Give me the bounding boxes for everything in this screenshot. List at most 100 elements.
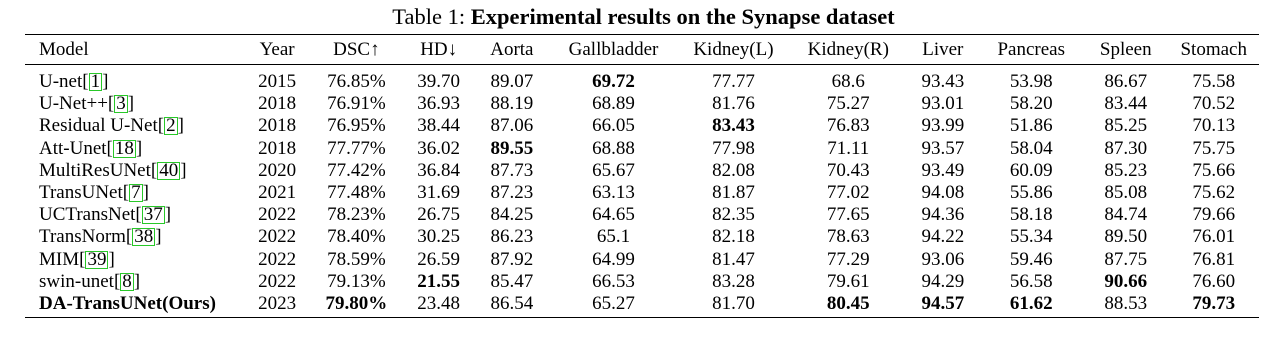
model-cell: Residual U-Net[2] [25, 115, 246, 137]
value-cell: 51.86 [1009, 115, 1053, 137]
value-cell: 56.58 [1009, 270, 1053, 292]
value-cell: 66.05 [592, 115, 635, 137]
value-cell: 76.01 [1192, 226, 1236, 248]
value-cell: 93.43 [921, 71, 965, 93]
col-header: HD↓ [420, 38, 458, 60]
citation-number[interactable]: 1 [88, 71, 103, 93]
value-cell: 77.48% [327, 182, 386, 204]
citation-link[interactable]: [39] [79, 248, 115, 270]
citation-link[interactable]: [18] [106, 137, 143, 159]
value-cell: 76.81 [1192, 248, 1236, 270]
value-cell: 78.59% [327, 248, 386, 270]
citation-number[interactable]: 2 [164, 115, 178, 137]
citation-link[interactable]: [8] [113, 270, 141, 292]
value-cell: 2018 [258, 137, 297, 159]
citation-number[interactable]: 39 [85, 248, 109, 270]
value-cell: 94.22 [921, 226, 965, 248]
value-cell: 70.13 [1192, 115, 1236, 137]
citation-link[interactable]: [38] [125, 226, 162, 248]
value-cell: 84.74 [1104, 204, 1148, 226]
value-cell: 79.13% [327, 270, 386, 292]
value-cell: 82.08 [712, 159, 755, 181]
value-cell: 83.28 [712, 270, 755, 292]
citation-number[interactable]: 18 [112, 137, 136, 159]
value-cell: 94.29 [921, 270, 965, 292]
citation-link[interactable]: [2] [157, 115, 184, 137]
value-cell: 78.40% [327, 226, 386, 248]
value-cell: 21.55 [417, 270, 461, 292]
value-cell: 80.45 [826, 292, 870, 314]
col-header: Kidney(R) [807, 38, 889, 60]
value-cell: 2015 [258, 71, 297, 93]
value-cell: 2022 [258, 248, 297, 270]
model-name: Residual U-Net [39, 115, 158, 137]
value-cell: 88.53 [1104, 292, 1148, 314]
value-cell: 30.25 [417, 226, 461, 248]
value-cell: 89.55 [490, 137, 534, 159]
citation-link[interactable]: [37] [135, 204, 172, 226]
col-header: Model [39, 38, 89, 60]
value-cell: 76.95% [327, 115, 386, 137]
model-cell: swin-unet[8] [25, 271, 246, 293]
value-cell: 31.69 [417, 182, 461, 204]
col-header: DSC↑ [333, 38, 380, 60]
citation-number[interactable]: 7 [129, 182, 143, 204]
model-name: Att-Unet [39, 137, 107, 159]
value-cell: 75.58 [1192, 71, 1236, 93]
model-name: TransNorm [39, 226, 126, 248]
value-cell: 2023 [258, 292, 297, 314]
value-cell: 26.75 [417, 204, 461, 226]
value-cell: 2022 [258, 226, 297, 248]
value-cell: 83.43 [712, 115, 755, 137]
value-cell: 86.54 [490, 292, 534, 314]
value-cell: 53.98 [1009, 71, 1053, 93]
col-header: Pancreas [997, 38, 1065, 60]
value-cell: 2020 [258, 159, 297, 181]
value-cell: 89.07 [490, 71, 534, 93]
value-cell: 76.85% [327, 71, 386, 93]
col-header: Kidney(L) [693, 38, 774, 60]
citation-link[interactable]: [3] [107, 93, 135, 115]
value-cell: 79.66 [1192, 204, 1236, 226]
citation-number[interactable]: 8 [120, 270, 134, 292]
value-cell: 68.88 [592, 137, 635, 159]
value-cell: 85.25 [1104, 115, 1148, 137]
model-cell: MultiResUNet[40] [25, 160, 246, 182]
citation-link[interactable]: [1] [82, 71, 109, 93]
model-name: UCTransNet [39, 204, 136, 226]
value-cell: 79.73 [1192, 292, 1236, 314]
model-cell: Att-Unet[18] [25, 138, 246, 160]
value-cell: 76.91% [327, 93, 386, 115]
value-cell: 70.52 [1192, 93, 1236, 115]
model-cell: U-Net++[3] [25, 93, 246, 115]
citation-number[interactable]: 40 [157, 159, 181, 181]
value-cell: 36.02 [417, 137, 461, 159]
model-name: MIM [39, 248, 80, 270]
citation-number[interactable]: 3 [114, 93, 128, 115]
value-cell: 93.06 [921, 248, 965, 270]
value-cell: 55.86 [1009, 182, 1053, 204]
value-cell: 76.83 [826, 115, 870, 137]
value-cell: 26.59 [417, 248, 461, 270]
citation-link[interactable]: [40] [150, 159, 187, 181]
value-cell: 93.49 [921, 159, 965, 181]
value-cell: 81.70 [712, 292, 755, 314]
value-cell: 64.99 [592, 248, 635, 270]
value-cell: 58.18 [1009, 204, 1053, 226]
value-cell: 65.1 [596, 226, 631, 248]
citation-link[interactable]: [7] [122, 182, 149, 204]
value-cell: 85.23 [1104, 159, 1148, 181]
value-cell: 38.44 [417, 115, 461, 137]
value-cell: 88.19 [490, 93, 534, 115]
value-cell: 60.09 [1009, 159, 1053, 181]
citation-number[interactable]: 38 [132, 226, 156, 248]
value-cell: 36.93 [417, 93, 461, 115]
value-cell: 87.30 [1104, 137, 1148, 159]
citation-number[interactable]: 37 [141, 204, 165, 226]
